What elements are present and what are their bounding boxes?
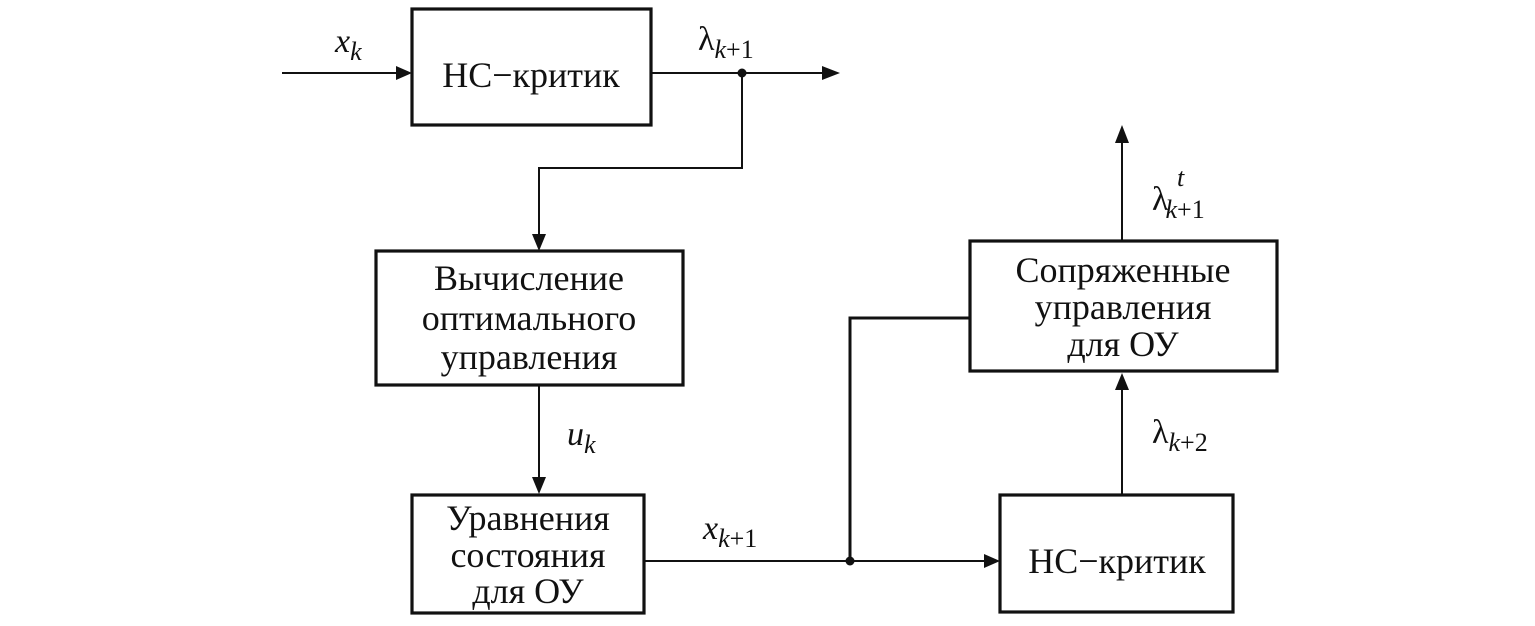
block-costate-line-3: для ОУ — [1067, 324, 1179, 364]
arrowhead-lambda-t-output — [1115, 125, 1129, 143]
arrowhead-optimal-control-input — [532, 234, 546, 251]
wire-xk1-to-costate — [848, 316, 970, 561]
block-critic-top-label: НС−критик — [442, 55, 620, 95]
label-lambda-k1: λk+1 — [698, 21, 754, 64]
arrowhead-lambda-k1-output — [822, 66, 840, 80]
block-state-equations-line-2: состояния — [450, 535, 605, 575]
arrowhead-critic-top-input — [396, 66, 412, 80]
label-x-k1: xk+1 — [702, 510, 757, 553]
block-costate-line-2: управления — [1035, 287, 1212, 327]
block-optimal-control-line-3: управления — [441, 337, 618, 377]
block-costate: Сопряженные управления для ОУ — [968, 239, 1279, 373]
block-state-equations-line-1: Уравнения — [446, 498, 610, 538]
arrowhead-critic-bottom-input — [984, 554, 1000, 568]
block-critic-bottom: НС−критик — [998, 493, 1235, 614]
arrowhead-state-equations-input — [532, 477, 546, 494]
label-u-k: uk — [567, 416, 596, 459]
label-lambda-t-k1: λk+1 — [1152, 181, 1205, 224]
label-lambda-k2: λk+2 — [1152, 414, 1208, 457]
block-state-equations: Уравнения состояния для ОУ — [410, 493, 646, 615]
wire-lambda-to-optimal-control — [538, 73, 743, 236]
block-state-equations-line-3: для ОУ — [472, 571, 584, 611]
block-critic-top: НС−критик — [410, 7, 653, 127]
block-optimal-control: Вычисление оптимального управления — [374, 249, 685, 387]
block-critic-bottom-label: НС−критик — [1028, 541, 1206, 581]
label-x-k: xk — [334, 23, 362, 66]
block-costate-line-1: Сопряженные — [1016, 250, 1231, 290]
arrowhead-costate-input — [1115, 373, 1129, 390]
label-lambda-t-superscript: t — [1177, 163, 1185, 192]
block-optimal-control-line-2: оптимального — [422, 298, 637, 338]
block-optimal-control-line-1: Вычисление — [434, 258, 624, 298]
